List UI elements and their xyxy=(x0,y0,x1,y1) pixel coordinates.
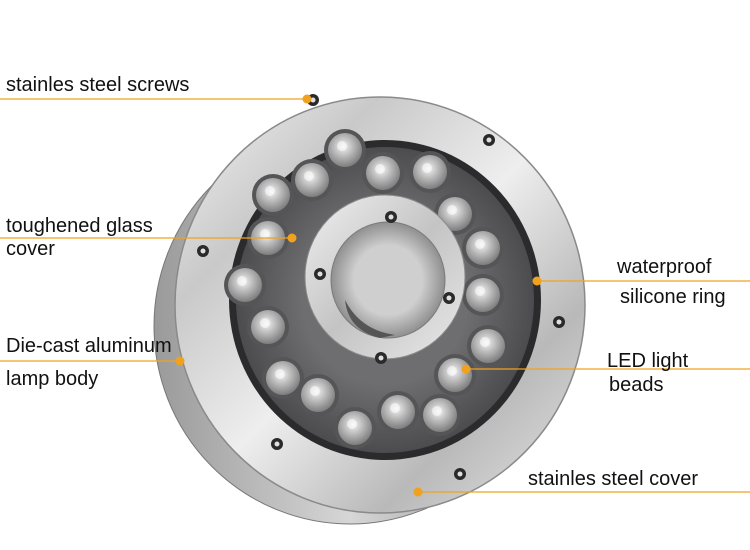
label-beads-line1: LED light xyxy=(607,350,689,372)
screw xyxy=(443,292,455,304)
label-glass-line1: toughened glass xyxy=(6,215,153,237)
led-bead xyxy=(247,306,289,348)
led-bead xyxy=(409,151,451,193)
led-bead xyxy=(324,129,366,171)
screw xyxy=(454,468,466,480)
led-bead xyxy=(462,274,504,316)
leader-line xyxy=(0,94,312,104)
leader-lines xyxy=(0,94,750,497)
led-bead xyxy=(434,354,476,396)
label-cover: stainles steel cover xyxy=(528,468,699,490)
hole-inner-shadow xyxy=(345,300,395,338)
led-bead xyxy=(291,159,333,201)
led-bead xyxy=(252,174,294,216)
screw xyxy=(271,438,283,450)
led-bead xyxy=(334,407,376,449)
led-bead xyxy=(262,357,304,399)
led-bead xyxy=(224,264,266,306)
label-beads-line2: beads xyxy=(609,374,664,396)
screw xyxy=(375,352,387,364)
screw xyxy=(314,268,326,280)
led-bead xyxy=(362,152,404,194)
leader-line xyxy=(532,276,750,286)
led-bead xyxy=(377,391,419,433)
label-screws: stainles steel screws xyxy=(6,74,190,96)
led-bead xyxy=(467,325,509,367)
label-ring-line1: waterproof xyxy=(617,256,712,278)
led-bead xyxy=(297,374,339,416)
led-bead xyxy=(419,394,461,436)
label-body-line2: lamp body xyxy=(6,368,99,390)
screw xyxy=(553,316,565,328)
label-ring-line2: silicone ring xyxy=(620,286,726,308)
label-glass-line2: cover xyxy=(6,238,55,260)
label-body-line1: Die-cast aluminum xyxy=(6,335,172,357)
leader-line xyxy=(413,487,750,497)
screw xyxy=(483,134,495,146)
leader-line xyxy=(0,356,185,366)
screw xyxy=(385,211,397,223)
steel-screws xyxy=(197,94,565,480)
led-beads xyxy=(224,129,509,449)
leader-line xyxy=(461,364,750,374)
center-hole xyxy=(330,221,446,339)
led-bead xyxy=(462,227,504,269)
leader-line xyxy=(0,233,297,243)
screw xyxy=(197,245,209,257)
